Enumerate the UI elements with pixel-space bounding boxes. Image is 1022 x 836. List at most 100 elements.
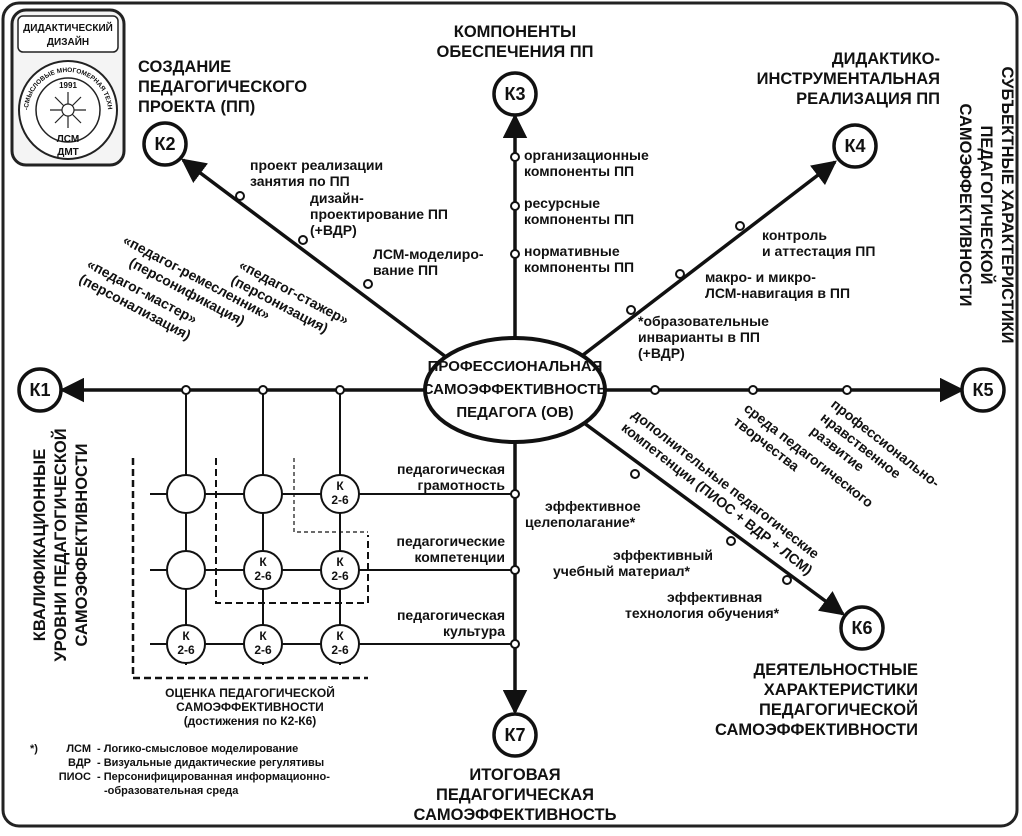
svg-text:культура: культура — [443, 623, 505, 639]
logo-top-line1: ДИДАКТИЧЕСКИЙ — [23, 21, 113, 34]
grid-cell — [166, 550, 206, 590]
cell-label: 2-6 — [331, 569, 349, 583]
node-k1-label: К1 — [30, 380, 51, 400]
svg-text:(+ВДР): (+ВДР) — [638, 345, 685, 361]
cell-label: К — [336, 479, 344, 493]
svg-text:САМОЭФФЕКТИВНОСТИ: САМОЭФФЕКТИВНОСТИ — [956, 103, 974, 306]
svg-text:САМОЭФФЕКТИВНОСТИ: САМОЭФФЕКТИВНОСТИ — [715, 721, 918, 739]
node-k7-label: К7 — [505, 725, 526, 745]
svg-text:ЛСМ: ЛСМ — [66, 743, 91, 755]
svg-text:эффективная: эффективная — [667, 589, 762, 605]
title-k4: ДИДАКТИКО- ИНСТРУМЕНТАЛЬНАЯ РЕАЛИЗАЦИЯ П… — [757, 50, 940, 108]
svg-text:КВАЛИФИКАЦИОННЫЕ: КВАЛИФИКАЦИОННЫЕ — [31, 449, 49, 641]
svg-text:и аттестация ПП: и аттестация ПП — [762, 243, 875, 259]
svg-text:компетенции: компетенции — [414, 549, 505, 565]
title-k1: КВАЛИФИКАЦИОННЫЕ УРОВНИ ПЕДАГОГИЧЕСКОЙ С… — [31, 428, 91, 661]
node-k1 — [17, 367, 63, 413]
svg-text:СУБЪЕКТНЫЕ ХАРАКТЕРИСТИКИ: СУБЪЕКТНЫЕ ХАРАКТЕРИСТИКИ — [998, 67, 1016, 344]
grid-cell — [320, 550, 360, 590]
grid-cell — [243, 550, 283, 590]
k4-items: контроль и аттестация ПП макро- и микро-… — [638, 227, 875, 361]
cell-label: К — [259, 629, 267, 643]
svg-text:ДИДАКТИКО-: ДИДАКТИКО- — [832, 50, 940, 68]
node-k6 — [839, 605, 885, 651]
svg-text:целеполагание*: целеполагание* — [525, 514, 636, 530]
svg-text:- Визуальные дидактические рег: - Визуальные дидактические регулятивы — [97, 757, 324, 769]
logo-seal-year: 1991 — [59, 81, 77, 90]
svg-text:эффективный: эффективный — [613, 547, 713, 563]
svg-text:дополнительные педагогические: дополнительные педагогические — [629, 406, 822, 562]
svg-text:САМОЭФФЕКТИВНОСТЬ: САМОЭФФЕКТИВНОСТЬ — [413, 806, 616, 824]
grid-cell — [243, 624, 283, 664]
node-k2-label: К2 — [155, 134, 176, 154]
node-k6-label: К6 — [852, 618, 873, 638]
node-k2 — [142, 121, 188, 167]
svg-text:ПИОС: ПИОС — [59, 771, 91, 783]
logo-seal-bottom1: ЛСМ — [57, 134, 79, 145]
svg-text:компоненты ПП: компоненты ПП — [524, 259, 634, 275]
svg-text:ПЕДАГОГИЧЕСКОГО: ПЕДАГОГИЧЕСКОГО — [138, 78, 307, 96]
svg-text:СОЗДАНИЕ: СОЗДАНИЕ — [138, 58, 231, 76]
svg-text:контроль: контроль — [762, 227, 827, 243]
cell-label: К — [336, 555, 344, 569]
svg-text:ресурсные: ресурсные — [524, 195, 600, 211]
node-k7 — [492, 712, 538, 758]
svg-text:- Персонифицированная информац: - Персонифицированная информационно- — [97, 771, 330, 783]
svg-text:- Логико-смысловое моделирован: - Логико-смысловое моделирование — [97, 743, 298, 755]
cell-label: 2-6 — [331, 643, 349, 657]
k6-items: эффективное целеполагание* эффективный у… — [525, 498, 780, 621]
grid-cell — [166, 624, 206, 664]
svg-text:занятия по ПП: занятия по ПП — [250, 173, 350, 189]
svg-text:РЕАЛИЗАЦИЯ ПП: РЕАЛИЗАЦИЯ ПП — [796, 90, 940, 108]
title-k6: ДЕЯТЕЛЬНОСТНЫЕ ХАРАКТЕРИСТИКИ ПЕДАГОГИЧЕ… — [715, 661, 918, 739]
svg-text:*образовательные: *образовательные — [638, 313, 769, 329]
svg-text:ОЦЕНКА ПЕДАГОГИЧЕСКОЙ: ОЦЕНКА ПЕДАГОГИЧЕСКОЙ — [165, 685, 335, 700]
svg-text:ВДР: ВДР — [68, 757, 91, 769]
grid-caption: ОЦЕНКА ПЕДАГОГИЧЕСКОЙ САМОЭФФЕКТИВНОСТИ … — [165, 685, 335, 728]
svg-text:компоненты ПП: компоненты ПП — [524, 163, 634, 179]
svg-text:ЛСМ-моделиро-: ЛСМ-моделиро- — [373, 246, 484, 262]
center-line2: САМОЭФФЕКТИВНОСТЬ — [423, 381, 608, 398]
svg-text:КОМПОНЕНТЫ: КОМПОНЕНТЫ — [454, 23, 576, 41]
node-k5-label: К5 — [973, 380, 994, 400]
center-line1: ПРОФЕССИОНАЛЬНАЯ — [428, 358, 603, 375]
svg-text:вание ПП: вание ПП — [373, 262, 438, 278]
footnote: *) ЛСМ - Логико-смысловое моделирование … — [30, 743, 330, 797]
cell-label: К — [259, 555, 267, 569]
svg-text:ДЕЯТЕЛЬНОСТНЫЕ: ДЕЯТЕЛЬНОСТНЫЕ — [753, 661, 918, 679]
svg-text:ХАРАКТЕРИСТИКИ: ХАРАКТЕРИСТИКИ — [764, 681, 918, 699]
svg-text:УРОВНИ ПЕДАГОГИЧЕСКОЙ: УРОВНИ ПЕДАГОГИЧЕСКОЙ — [51, 428, 70, 661]
svg-text:эффективное: эффективное — [545, 498, 641, 514]
center-ellipse — [423, 336, 607, 444]
grid-cell — [320, 474, 360, 514]
svg-text:*): *) — [30, 743, 38, 755]
logo-seal-bottom2: ДМТ — [57, 147, 79, 158]
svg-text:ПРОЕКТА (ПП): ПРОЕКТА (ПП) — [138, 98, 255, 116]
svg-text:дизайн-: дизайн- — [310, 190, 364, 206]
svg-text:грамотность: грамотность — [418, 477, 506, 493]
axis-k4 — [581, 160, 837, 357]
grid-cell-labels: К 2-6 К 2-6 К 2-6 К 2-6 К 2-6 К 2-6 — [177, 479, 349, 657]
axis-k2 — [181, 158, 452, 362]
node-k4 — [832, 123, 878, 169]
svg-text:(+ВДР): (+ВДР) — [310, 222, 357, 238]
logo: ДИДАКТИЧЕСКИЙ ДИЗАЙН ЛОГИКО-СМЫСЛОВЫЕ МН… — [0, 0, 126, 167]
k3-items: организационные компоненты ПП ресурсные … — [524, 147, 649, 275]
svg-text:ЛСМ-навигация в ПП: ЛСМ-навигация в ПП — [705, 285, 850, 301]
svg-text:ПЕДАГОГИЧЕСКОЙ: ПЕДАГОГИЧЕСКОЙ — [977, 126, 996, 285]
svg-text:ПЕДАГОГИЧЕСКОЙ: ПЕДАГОГИЧЕСКОЙ — [759, 700, 918, 719]
svg-text:-образовательная среда: -образовательная среда — [104, 785, 239, 797]
node-k4-label: К4 — [845, 136, 866, 156]
node-k3 — [492, 71, 538, 117]
svg-text:педагогическая: педагогическая — [397, 461, 505, 477]
cell-label: К — [336, 629, 344, 643]
svg-text:(достижения по К2-К6): (достижения по К2-К6) — [184, 714, 317, 728]
cell-label: К — [182, 629, 190, 643]
grid-cell — [243, 474, 283, 514]
node-k5 — [960, 367, 1006, 413]
k7-items: педагогическая грамотность педагогически… — [397, 461, 506, 639]
k-nodes — [17, 71, 1006, 758]
title-k5: СУБЪЕКТНЫЕ ХАРАКТЕРИСТИКИ ПЕДАГОГИЧЕСКОЙ… — [956, 67, 1016, 344]
axis-dots — [181, 152, 852, 649]
